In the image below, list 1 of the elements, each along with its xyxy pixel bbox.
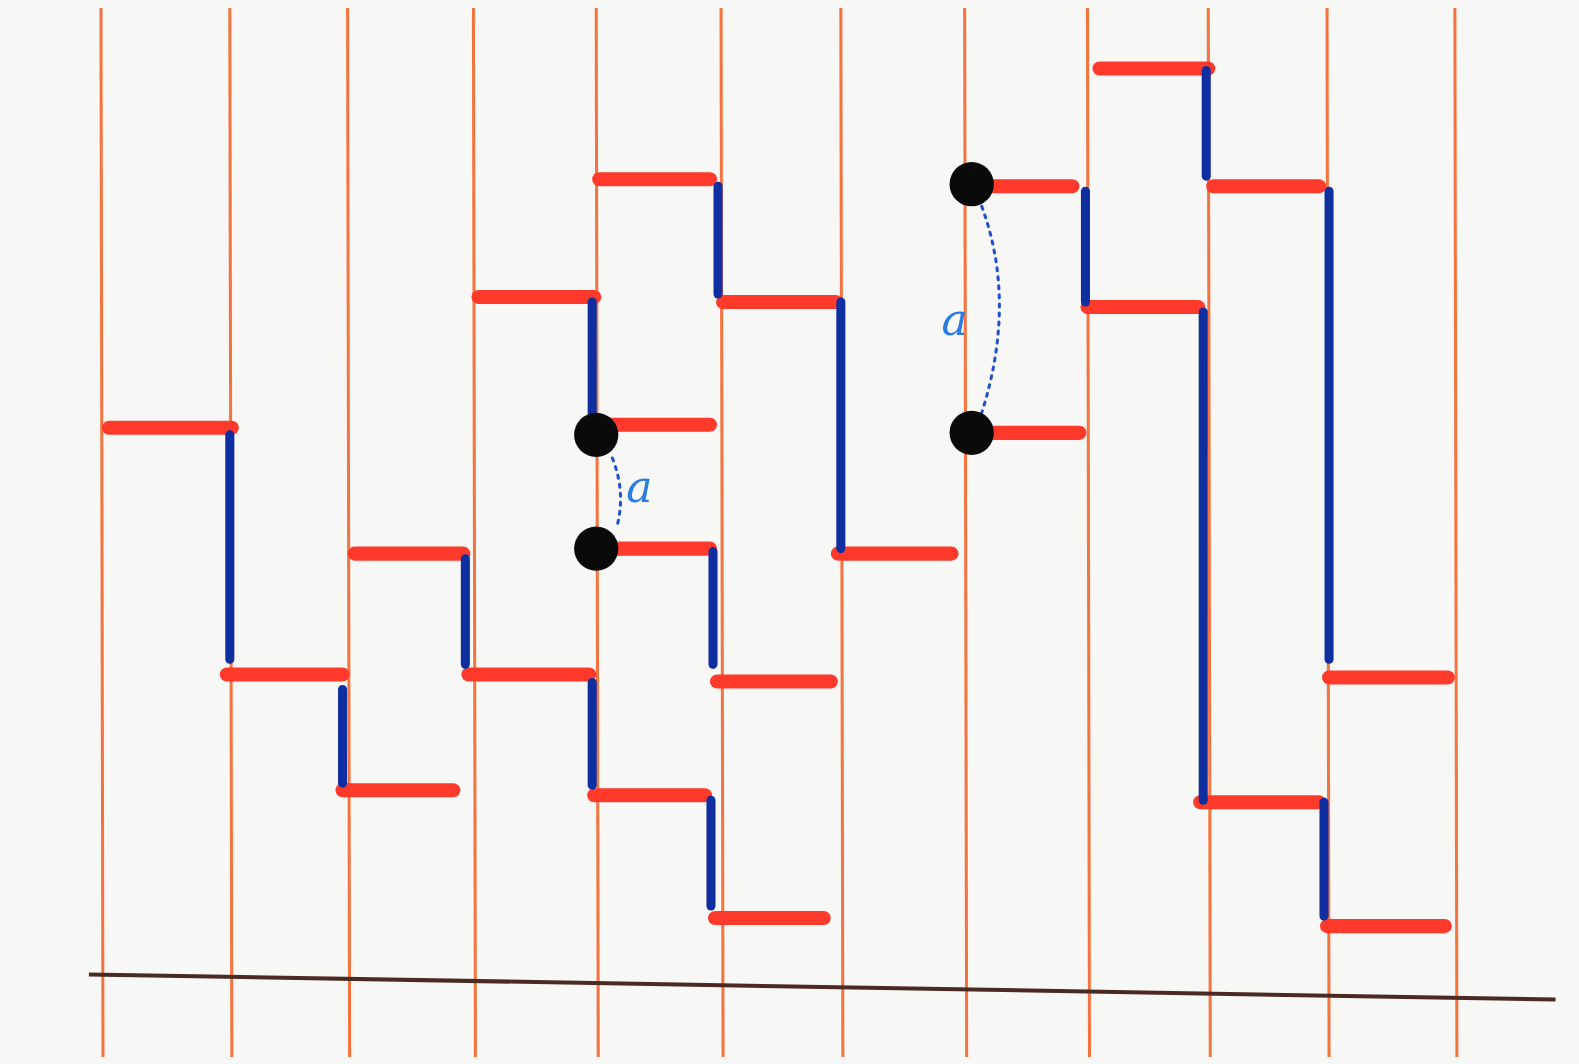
dimension-label: a	[626, 465, 653, 510]
